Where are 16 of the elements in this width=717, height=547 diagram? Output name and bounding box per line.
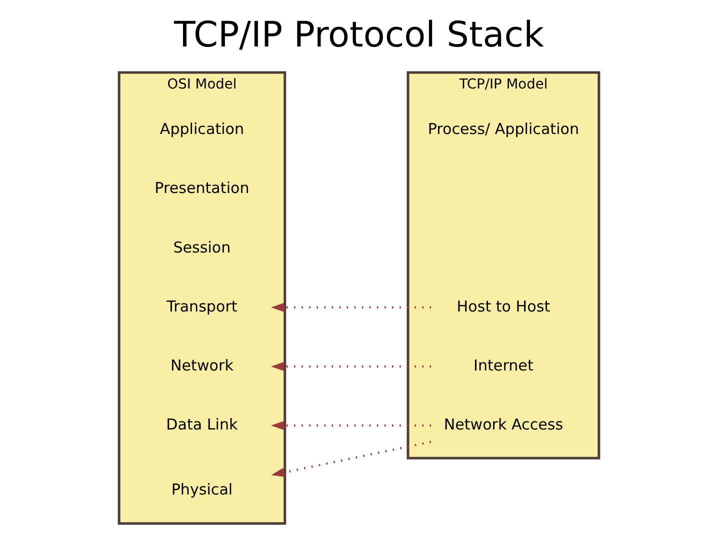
node-text: Application: [159, 120, 244, 138]
node-text: Process/ Application: [427, 120, 579, 138]
node-text: Physical: [170, 480, 232, 499]
node-text: Network: [170, 356, 233, 374]
node-text: Session: [172, 238, 230, 256]
arrow: [270, 420, 430, 430]
arrow: [270, 302, 430, 312]
node-text: Host to Host: [456, 297, 550, 316]
arrow: [270, 440, 431, 477]
node-text: Data Link: [166, 415, 238, 434]
node-text: Network Access: [443, 415, 563, 434]
node-text: Presentation: [154, 179, 249, 198]
arrow: [270, 362, 430, 372]
diagram-title: TCP/IP Protocol Stack: [174, 14, 544, 56]
node-text: Transport: [166, 297, 237, 316]
node-text: Internet: [473, 356, 533, 374]
